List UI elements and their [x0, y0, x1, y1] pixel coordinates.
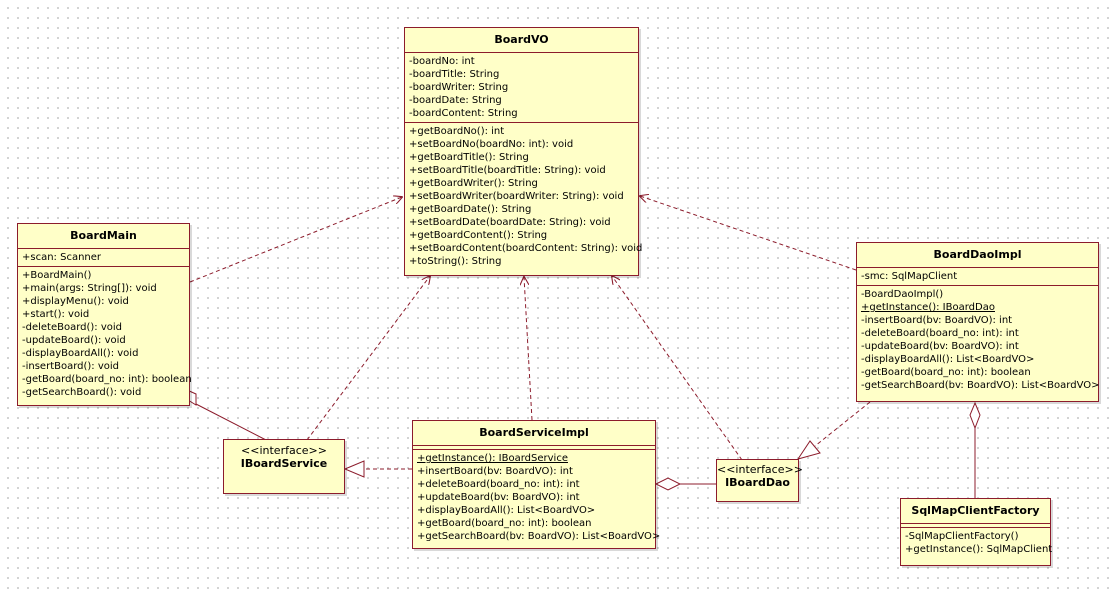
class-name: BoardDaoImpl — [857, 243, 1098, 268]
operation: +getBoard(board_no: int): boolean — [417, 518, 592, 529]
class-sqlmapclientfactory[interactable]: SqlMapClientFactory -SqlMapClientFactory… — [900, 498, 1053, 566]
operation: -getBoard(board_no: int): boolean — [861, 367, 1031, 378]
operation: +setBoardContent(boardContent: String): … — [409, 243, 643, 254]
operation: +setBoardNo(boardNo: int): void — [409, 139, 574, 150]
interface-name: IBoardService — [240, 457, 328, 470]
dependency-iboarddao-boardvo — [612, 276, 743, 461]
operation: +getSearchBoard(bv: BoardVO): List<Board… — [417, 531, 661, 542]
realization-triangle — [343, 460, 365, 478]
operation: +toString(): String — [409, 256, 502, 267]
attributes-section: -smc: SqlMapClient — [857, 268, 1098, 286]
operation: +displayMenu(): void — [22, 296, 129, 307]
operation: +getBoardContent(): String — [409, 230, 548, 241]
class-name: BoardVO — [405, 28, 638, 53]
operation: -SqlMapClientFactory() — [905, 531, 1019, 542]
operation: -BoardDaoImpl() — [861, 289, 944, 300]
interface-iboarddao[interactable]: <<interface>> IBoardDao — [716, 459, 803, 502]
operation: -displayBoardAll(): List<BoardVO> — [861, 354, 1035, 365]
interface-name: IBoardDao — [725, 476, 790, 489]
operation: -getBoard(board_no: int): boolean — [22, 374, 192, 385]
operation-static: +getInstance(): IBoardService — [417, 453, 568, 464]
operations-section: +BoardMain() +main(args: String[]): void… — [18, 267, 192, 401]
class-name: BoardMain — [18, 224, 189, 249]
interface-stereotype: <<interface>> — [717, 463, 803, 476]
operations-section: -BoardDaoImpl() +getInstance(): IBoardDa… — [857, 286, 1100, 394]
attribute: +scan: Scanner — [22, 252, 102, 263]
operation: +getInstance(): SqlMapClient — [905, 544, 1053, 555]
operation: +setBoardTitle(boardTitle: String): void — [409, 165, 606, 176]
operations-section: -SqlMapClientFactory() +getInstance(): S… — [901, 528, 1053, 558]
operation: -getSearchBoard(bv: BoardVO): List<Board… — [861, 380, 1100, 391]
operation: +start(): void — [22, 309, 90, 320]
attribute: -smc: SqlMapClient — [861, 271, 958, 282]
attribute: -boardContent: String — [409, 108, 518, 119]
operations-section: +getInstance(): IBoardService +insertBoa… — [413, 450, 661, 545]
operation: +displayBoardAll(): List<BoardVO> — [417, 505, 596, 516]
operation-static: +getInstance(): IBoardDao — [861, 302, 995, 313]
operation: +main(args: String[]): void — [22, 283, 157, 294]
operation: +updateBoard(bv: BoardVO): int — [417, 492, 580, 503]
operations-section: +getBoardNo(): int +setBoardNo(boardNo: … — [405, 123, 643, 270]
attributes-section — [413, 446, 655, 450]
interface-iboardservice[interactable]: <<interface>> IBoardService — [223, 439, 345, 494]
attributes-section — [901, 524, 1050, 528]
aggregation-diamond — [654, 477, 682, 491]
operation: +BoardMain() — [22, 270, 92, 281]
realization-triangle — [796, 440, 821, 460]
aggregation-diamond — [969, 401, 981, 430]
class-boardvo[interactable]: BoardVO -boardNo: int -boardTitle: Strin… — [404, 27, 643, 276]
operation: -displayBoardAll(): void — [22, 348, 139, 359]
class-boardserviceimpl[interactable]: BoardServiceImpl +getInstance(): IBoardS… — [412, 420, 661, 549]
operation: +setBoardDate(boardDate: String): void — [409, 217, 611, 228]
operation: -deleteBoard(board_no: int): int — [861, 328, 1019, 339]
dependency-boardserviceimpl-boardvo — [524, 277, 533, 421]
attribute: -boardTitle: String — [409, 69, 500, 80]
class-name: BoardServiceImpl — [413, 421, 655, 446]
operation: +getBoardDate(): String — [409, 204, 532, 215]
aggregation-boardmain-iboardservice — [195, 403, 267, 441]
interface-stereotype: <<interface>> — [241, 444, 327, 457]
operation: +setBoardWriter(boardWriter: String): vo… — [409, 191, 624, 202]
class-boarddaoimpl[interactable]: BoardDaoImpl -smc: SqlMapClient -BoardDa… — [856, 242, 1099, 402]
operation: +insertBoard(bv: BoardVO): int — [417, 466, 573, 477]
operation: -getSearchBoard(): void — [22, 387, 142, 398]
operation: +deleteBoard(board_no: int): int — [417, 479, 580, 490]
attributes-section: -boardNo: int -boardTitle: String -board… — [405, 53, 638, 123]
operation: -insertBoard(bv: BoardVO): int — [861, 315, 1013, 326]
operation: -updateBoard(): void — [22, 335, 126, 346]
dependency-boardmain-boardvo — [189, 197, 402, 283]
realization-boarddaoimpl-iboarddao — [814, 401, 871, 447]
attribute: -boardNo: int — [409, 56, 475, 67]
operation: -updateBoard(bv: BoardVO): int — [861, 341, 1019, 352]
dependency-iboardservice-boardvo — [306, 276, 430, 441]
class-name: SqlMapClientFactory — [901, 499, 1050, 524]
operation: +getBoardNo(): int — [409, 126, 505, 137]
dependency-boarddaoimpl-boardvo — [640, 196, 857, 271]
operation: +getBoardTitle(): String — [409, 152, 529, 163]
attribute: -boardWriter: String — [409, 82, 509, 93]
operation: -insertBoard(): void — [22, 361, 120, 372]
operation: -deleteBoard(): void — [22, 322, 123, 333]
attribute: -boardDate: String — [409, 95, 502, 106]
class-boardmain[interactable]: BoardMain +scan: Scanner +BoardMain() +m… — [17, 223, 192, 406]
operation: +getBoardWriter(): String — [409, 178, 538, 189]
attributes-section: +scan: Scanner — [18, 249, 189, 267]
